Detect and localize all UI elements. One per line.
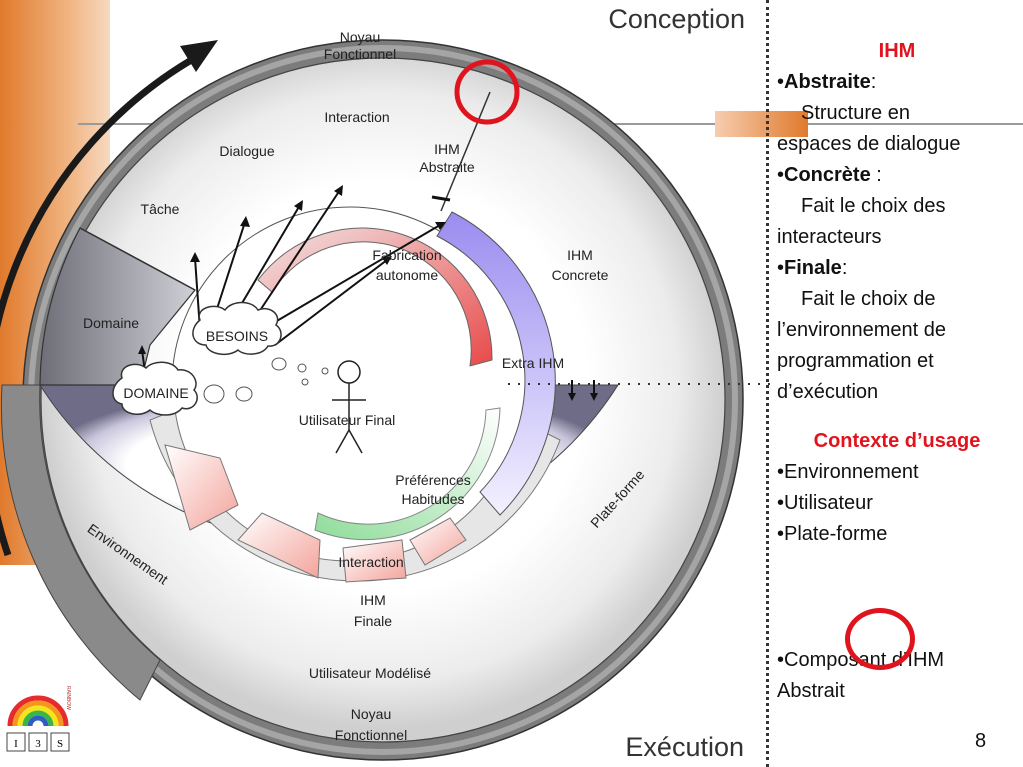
besoins-arrow-2 — [214, 221, 246, 316]
fabrication-line1: Fabrication — [372, 247, 441, 263]
domaine-band-label: Domaine — [83, 315, 139, 331]
ihm-finale-line1: IHM — [360, 592, 386, 608]
thought-bubble-1 — [203, 384, 225, 404]
finale-desc-3: programmation et — [777, 350, 934, 372]
abstraite-item: •Abstraite: — [777, 71, 877, 93]
pink-segment-2 — [237, 512, 321, 579]
contexte-item-plate-forme: •Plate-forme — [777, 523, 888, 545]
besoins-cloud: BESOINS — [192, 301, 282, 356]
noyau-top-line1: Noyau — [340, 29, 380, 45]
fabrication-line2: autonome — [376, 267, 438, 283]
ihm-abstraite-line1: IHM — [434, 141, 460, 157]
concrete-desc-2: interacteurs — [777, 226, 882, 248]
contexte-item-environnement: •Environnement — [777, 461, 919, 483]
composant-line2: Abstrait — [777, 680, 845, 702]
thought-bubble-6 — [321, 367, 329, 375]
lower-context-band-left — [0, 384, 161, 701]
conception-arrow-head — [180, 40, 218, 72]
abstraite-desc-2: espaces de dialogue — [777, 133, 961, 155]
thought-bubble-5 — [301, 378, 309, 386]
dialogue-label: Dialogue — [219, 143, 274, 159]
rainbow-logo: RAINBOW I 3 S — [6, 686, 71, 752]
conception-arrow — [0, 51, 202, 557]
preferences-arc — [314, 407, 501, 541]
divider-abstraite — [440, 91, 491, 212]
divider-domaine — [79, 227, 196, 291]
noyau-bottom-line2: Fonctionnel — [335, 727, 407, 743]
red-highlight-circle — [454, 59, 520, 125]
utilisateur-final-label: Utilisateur Final — [299, 412, 395, 428]
preferences-line2: Habitudes — [401, 491, 464, 507]
red-highlight-circle-sidebar — [845, 608, 915, 670]
thought-bubble-2 — [235, 386, 253, 402]
domaine-cloud: DOMAINE — [112, 361, 198, 416]
slide-number: 8 — [975, 730, 987, 752]
logo-box-1: I — [14, 738, 18, 750]
abstraite-desc-1: Structure en — [801, 102, 910, 124]
interaction-bottom-label: Interaction — [338, 554, 403, 570]
ihm-concrete-line2: Concrete — [552, 267, 609, 283]
fabrication-arc — [257, 227, 493, 367]
vertical-dotted-divider — [766, 0, 769, 767]
execution-title: Exécution — [625, 732, 744, 762]
pink-segment-3 — [342, 539, 407, 583]
contexte-item-utilisateur: •Utilisateur — [777, 492, 873, 514]
domaine-cloud-label: DOMAINE — [123, 385, 188, 401]
besoins-arrow-3 — [234, 204, 301, 316]
finale-item: •Finale: — [777, 257, 848, 279]
utilisateur-modelise-label: Utilisateur Modélisé — [309, 665, 431, 681]
noyau-bottom-line1: Noyau — [351, 706, 391, 722]
finale-desc-1: Fait le choix de — [801, 288, 936, 310]
besoins-arrow-4 — [254, 189, 341, 319]
ihm-concrete-arc — [436, 211, 556, 516]
logo-box-3: S — [57, 738, 63, 750]
sidebar-notes: IHM •Abstraite: Structure en espaces de … — [777, 36, 1017, 707]
pink-segment-4 — [409, 517, 467, 566]
finale-desc-4: d’exécution — [777, 381, 879, 403]
besoins-arrow-6 — [274, 259, 388, 346]
pink-segment-1 — [164, 444, 239, 531]
logo-box-2: 3 — [35, 738, 41, 750]
ihm-concrete-line1: IHM — [567, 247, 593, 263]
orange-accent-tab — [715, 111, 808, 137]
ihm-cycle-diagram: BESOINS DOMAINE Conception Exécution Noy… — [0, 4, 770, 762]
concrete-item: •Concrète : — [777, 164, 882, 186]
ihm-finale-line2: Finale — [354, 613, 392, 629]
finale-desc-2: l’environnement de — [777, 319, 946, 341]
user-stick-figure — [332, 360, 366, 454]
tache-label: Tâche — [141, 201, 180, 217]
conception-title: Conception — [608, 4, 745, 34]
extra-ihm-label: Extra IHM — [502, 355, 564, 371]
ihm-heading: IHM — [878, 40, 916, 62]
interaction-top-label: Interaction — [324, 109, 389, 125]
thought-bubble-3 — [271, 357, 287, 371]
concrete-desc-1: Fait le choix des — [801, 195, 946, 217]
ihm-abstraite-line2: Abstraite — [419, 159, 474, 175]
besoins-label: BESOINS — [206, 328, 268, 344]
thought-bubble-4 — [297, 363, 307, 373]
contexte-heading: Contexte d’usage — [813, 430, 981, 452]
noyau-top-line2: Fonctionnel — [324, 46, 396, 62]
besoins-arrow-5 — [269, 224, 441, 326]
divider-abstraite-tick — [431, 195, 451, 202]
preferences-line1: Préférences — [395, 472, 470, 488]
logo-side-text: RAINBOW — [65, 686, 71, 710]
